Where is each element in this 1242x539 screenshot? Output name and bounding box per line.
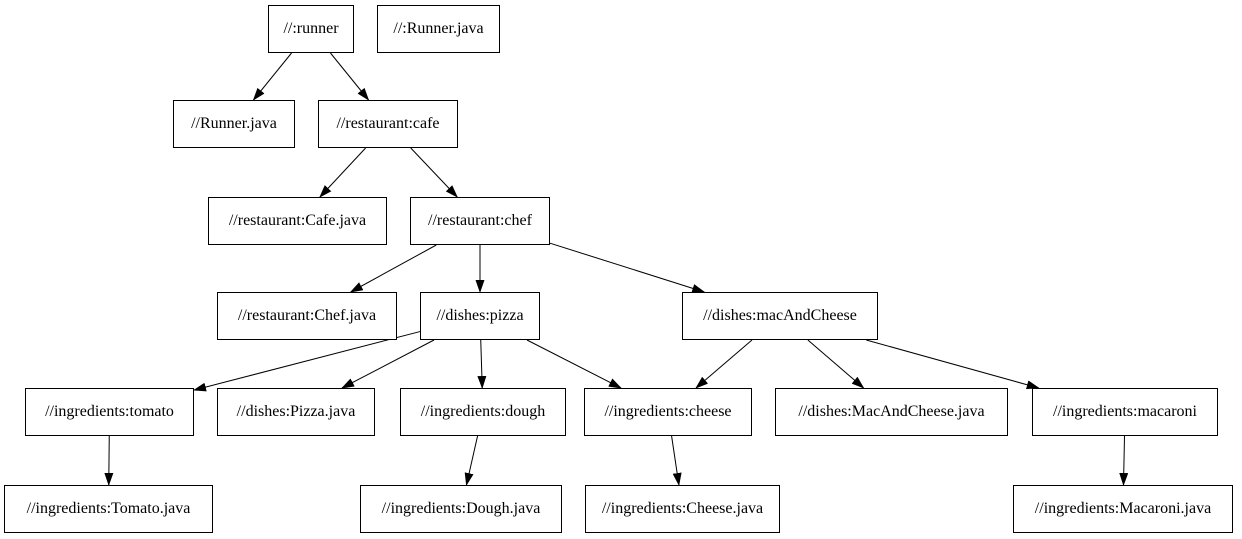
node-label: //Runner.java bbox=[191, 115, 277, 132]
node-chef: //restaurant:chef bbox=[410, 197, 550, 245]
edge-mac-and-cheese-to-macaroni bbox=[866, 339, 1040, 390]
edge-cafe-to-cafe-java bbox=[319, 147, 366, 198]
node-pizza-java: //dishes:Pizza.java bbox=[217, 388, 375, 436]
node-label: //ingredients:Macaroni.java bbox=[1034, 500, 1212, 517]
edge-macaroni-to-macaroni-java bbox=[1119, 435, 1129, 486]
node-label: //restaurant:chef bbox=[428, 212, 532, 229]
node-runner-java-file: //:Runner.java bbox=[377, 5, 500, 53]
node-label: //restaurant:Cafe.java bbox=[228, 212, 367, 229]
node-label: //restaurant:cafe bbox=[336, 115, 440, 132]
node-mac-and-cheese-java: //dishes:MacAndCheese.java bbox=[775, 388, 1008, 436]
node-tomato: //ingredients:tomato bbox=[25, 388, 194, 436]
node-macaroni: //ingredients:macaroni bbox=[1032, 388, 1218, 436]
edge-cafe-to-chef bbox=[410, 147, 458, 198]
node-dough: //ingredients:dough bbox=[400, 388, 566, 436]
node-cafe-java: //restaurant:Cafe.java bbox=[208, 197, 387, 245]
node-label: //ingredients:tomato bbox=[45, 403, 174, 420]
node-mac-and-cheese: //dishes:macAndCheese bbox=[682, 292, 878, 340]
node-cheese-java: //ingredients:Cheese.java bbox=[585, 485, 780, 533]
node-label: //:runner bbox=[283, 20, 339, 37]
node-runner-java: //Runner.java bbox=[173, 100, 295, 148]
node-label: //restaurant:Chef.java bbox=[237, 307, 377, 324]
edge-pizza-to-dough bbox=[477, 339, 487, 389]
node-dough-java: //ingredients:Dough.java bbox=[360, 485, 562, 533]
node-label: //dishes:Pizza.java bbox=[236, 403, 356, 420]
edge-pizza-to-pizza-java bbox=[341, 339, 435, 389]
node-label: //ingredients:Tomato.java bbox=[26, 500, 191, 517]
node-label: //dishes:macAndCheese bbox=[703, 307, 857, 324]
node-label: //ingredients:dough bbox=[420, 403, 546, 420]
node-macaroni-java: //ingredients:Macaroni.java bbox=[1013, 485, 1233, 533]
edge-cheese-to-cheese-java bbox=[671, 435, 682, 486]
edge-chef-to-chef-java bbox=[349, 244, 437, 293]
edge-mac-and-cheese-to-cheese bbox=[695, 339, 753, 389]
edge-dough-to-dough-java bbox=[464, 435, 479, 486]
node-cafe: //restaurant:cafe bbox=[318, 100, 458, 148]
edge-tomato-to-tomato-java bbox=[104, 435, 114, 486]
node-label: //ingredients:Dough.java bbox=[381, 500, 541, 517]
node-label: //dishes:MacAndCheese.java bbox=[798, 403, 985, 420]
node-label: //ingredients:macaroni bbox=[1053, 403, 1197, 420]
node-pizza: //dishes:pizza bbox=[420, 292, 540, 340]
node-label: //ingredients:cheese bbox=[604, 403, 732, 420]
edge-runner-to-runner-java bbox=[252, 52, 292, 101]
edge-runner-to-cafe bbox=[330, 52, 370, 101]
node-label: //:Runner.java bbox=[393, 20, 484, 37]
node-runner: //:runner bbox=[268, 5, 354, 53]
node-cheese: //ingredients:cheese bbox=[584, 388, 752, 436]
node-label: //dishes:pizza bbox=[436, 307, 524, 324]
node-chef-java: //restaurant:Chef.java bbox=[217, 292, 397, 340]
node-tomato-java: //ingredients:Tomato.java bbox=[4, 485, 213, 533]
edge-mac-and-cheese-to-mac-and-cheese-java bbox=[807, 339, 865, 389]
node-label: //ingredients:Cheese.java bbox=[601, 500, 764, 517]
edge-pizza-to-tomato bbox=[193, 331, 421, 392]
edge-pizza-to-cheese bbox=[526, 339, 622, 389]
edge-chef-to-mac-and-cheese bbox=[549, 242, 706, 293]
